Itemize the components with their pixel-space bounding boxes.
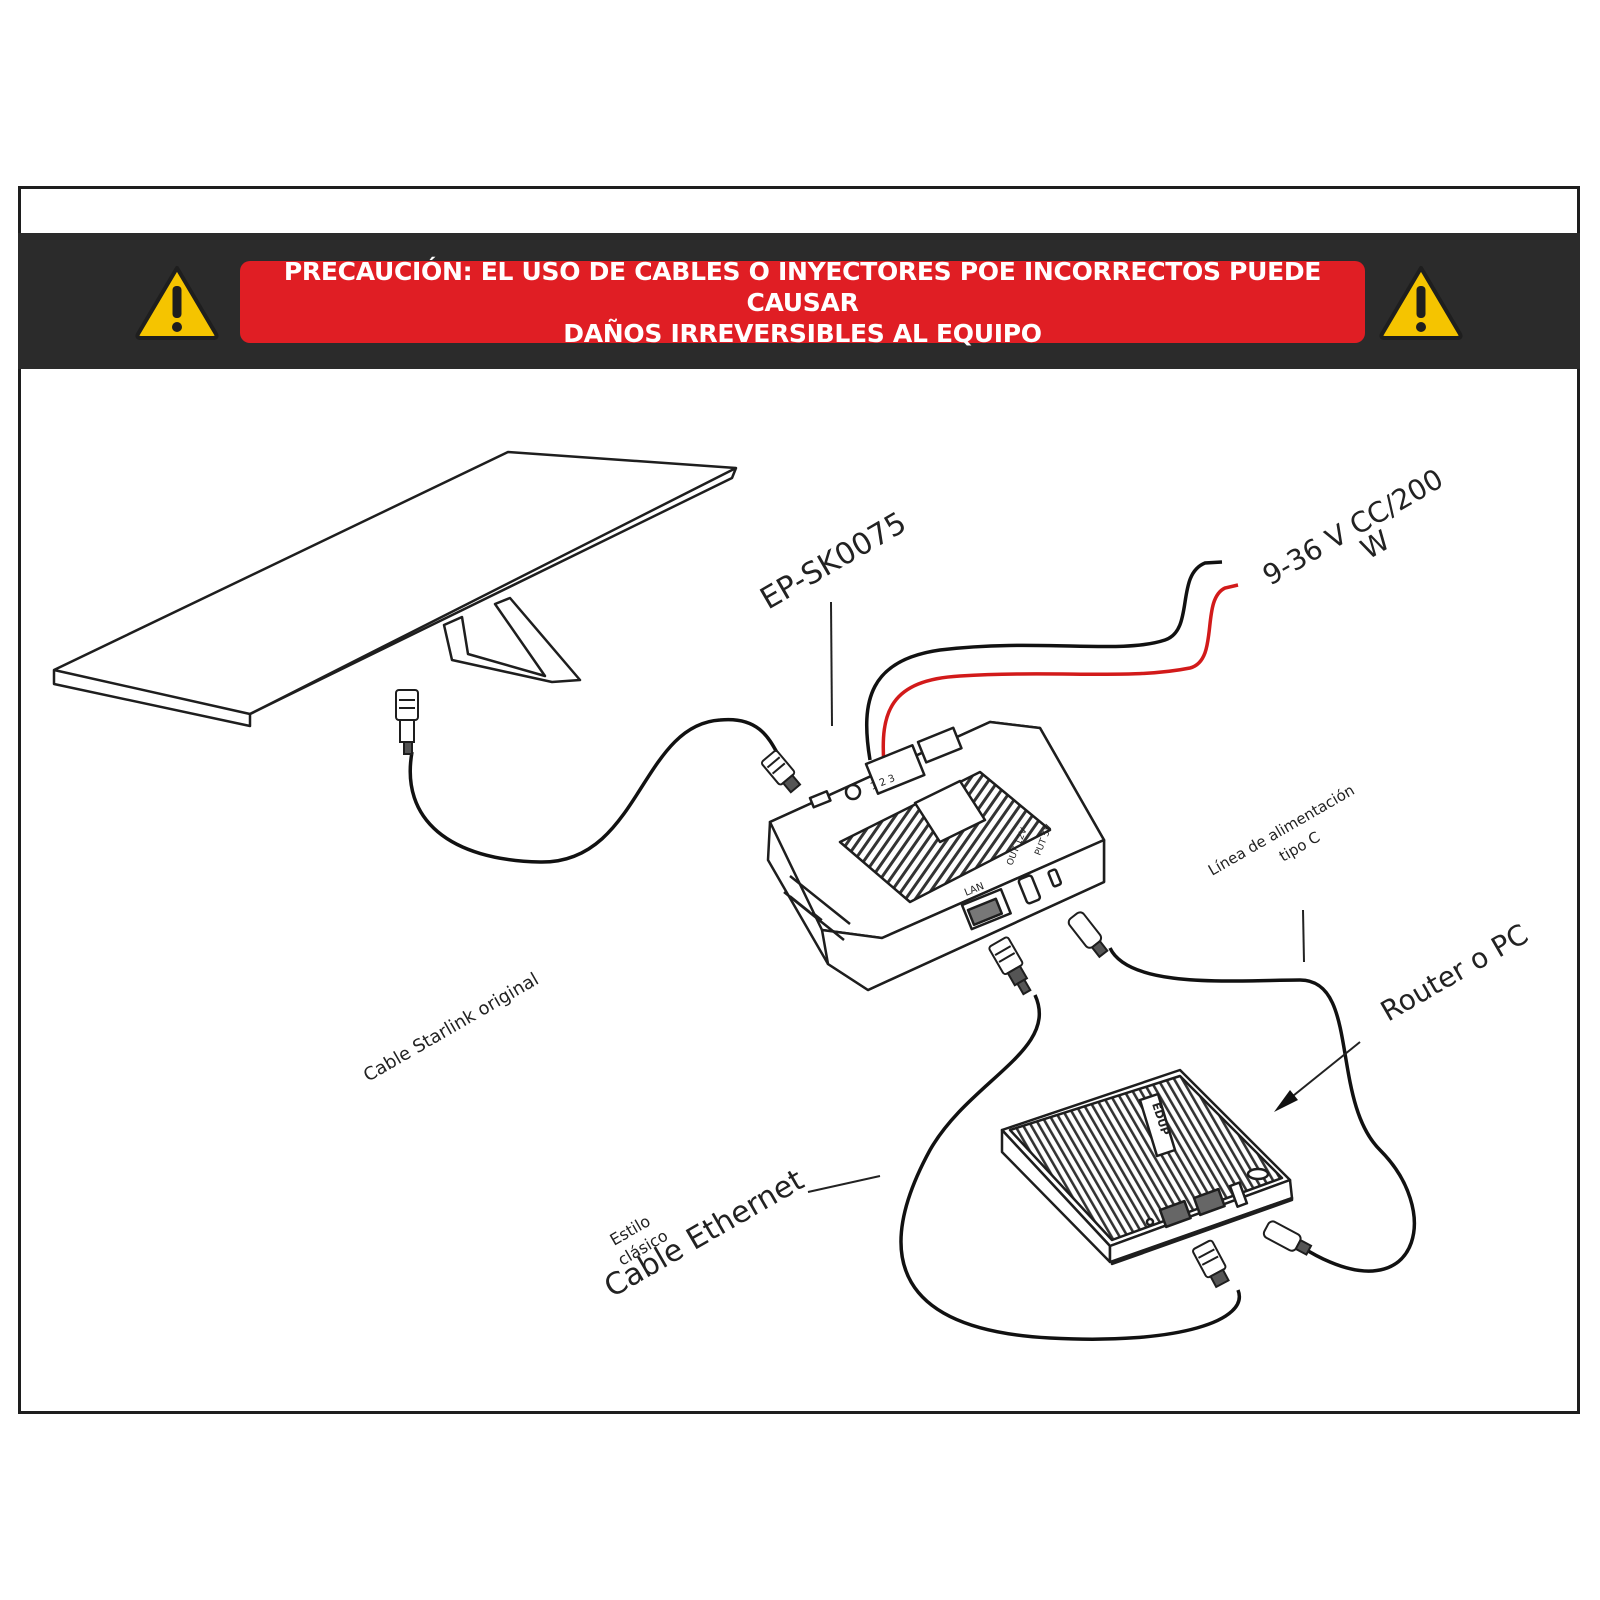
dc-power-cable: [864, 560, 1239, 766]
ethernet-cable: [899, 936, 1242, 1341]
router-device: [1000, 1068, 1294, 1266]
starlink-dish: [52, 450, 738, 728]
router-label: Router o PC: [1375, 917, 1534, 1028]
diagram-frame: [18, 186, 1580, 1414]
warning-line-2: DAÑOS IRREVERSIBLES AL EQUIPO: [563, 318, 1042, 348]
warning-triangle-icon: [135, 266, 219, 340]
leader-lines: [807, 601, 1361, 1193]
poe-hub-device: [766, 720, 1106, 992]
arrow-head-icon: [1274, 1090, 1298, 1112]
model-label: EP-SK0075: [755, 505, 913, 616]
warning-message: PRECAUCIÓN: EL USO DE CABLES O INYECTORE…: [240, 257, 1365, 348]
starlink-cable: [395, 689, 802, 864]
warning-line-1: PRECAUCIÓN: EL USO DE CABLES O INYECTORE…: [283, 256, 1322, 317]
type-c-cable: [1067, 911, 1416, 1273]
power-spec-label: 9-36 V CC/200: [1257, 462, 1449, 592]
warning-triangle-icon: [1379, 266, 1463, 340]
type-c-label-line1: Línea de alimentación: [1205, 781, 1358, 879]
starlink-cable-label: Cable Starlink original: [360, 969, 542, 1086]
